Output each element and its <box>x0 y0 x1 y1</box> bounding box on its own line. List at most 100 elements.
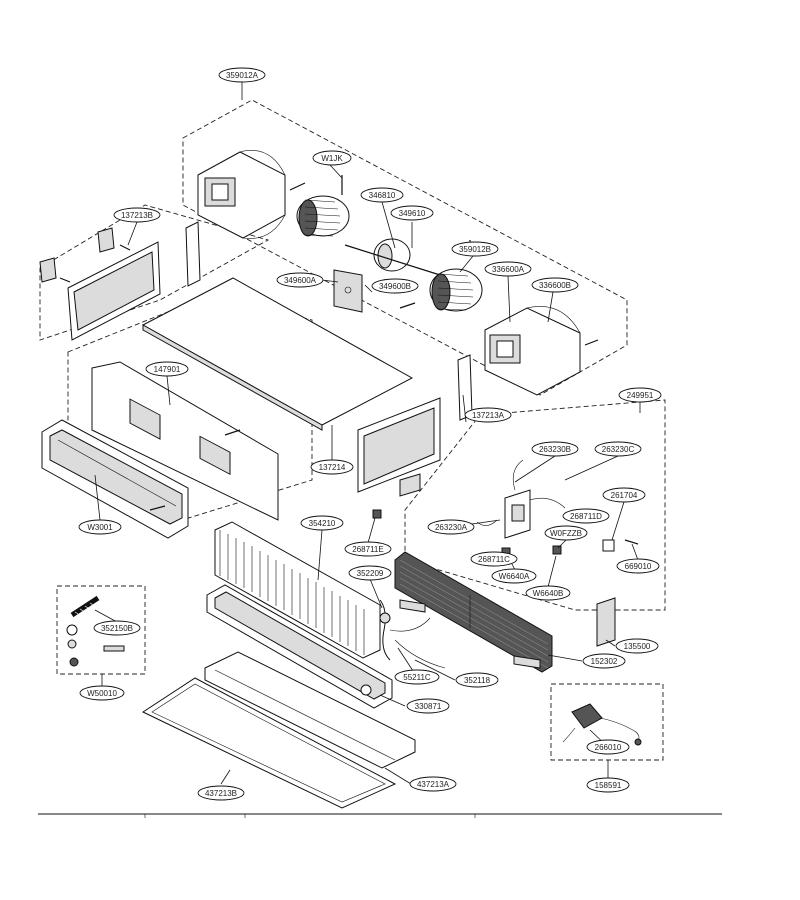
callout-349600A: 349600A <box>276 272 324 288</box>
group-outline-side-brackets <box>39 204 270 341</box>
screw <box>119 244 131 251</box>
pcb-connector <box>372 509 382 519</box>
part-label: 352118 <box>464 676 491 685</box>
support-bracket <box>185 221 201 287</box>
small-bracket <box>399 473 421 497</box>
screw <box>149 505 166 511</box>
part-label: 268711E <box>352 545 383 554</box>
part-label: 336600A <box>492 265 525 274</box>
drain-pan <box>206 584 393 709</box>
part-label: 158591 <box>595 781 622 790</box>
callout-135500: 135500 <box>615 638 659 654</box>
hardware-nut <box>67 639 77 649</box>
blower-wheel-left <box>296 195 350 237</box>
part-label: 349600A <box>284 276 317 285</box>
part-label: 263230B <box>539 445 571 454</box>
part-label: 137214 <box>319 463 346 472</box>
part-label: 263230C <box>602 445 635 454</box>
grille-latch <box>513 655 541 669</box>
part-label: 354210 <box>309 519 336 528</box>
front-panel <box>91 361 279 521</box>
callout-352118: 352118 <box>455 672 499 688</box>
group-outline-control-box <box>404 399 666 611</box>
callout-437213B: 437213B <box>197 785 245 801</box>
callout-137213B: 137213B <box>113 207 161 223</box>
callout-137213A: 137213A <box>464 407 512 423</box>
callout-336600B: 336600B <box>531 277 579 293</box>
screw <box>624 539 639 545</box>
callout-349600B: 349600B <box>371 278 419 294</box>
callout-W1JK: W1JK <box>312 150 352 166</box>
callout-268711E: 268711E <box>344 541 392 557</box>
air-grille <box>394 551 553 673</box>
hardware-washer <box>66 624 78 636</box>
hardware-pin <box>103 645 125 652</box>
callout-437213A: 437213A <box>409 776 457 792</box>
callout-137214: 137214 <box>310 459 354 475</box>
screw <box>584 339 599 346</box>
part-label: W6640B <box>533 589 564 598</box>
part-label: 249951 <box>627 391 654 400</box>
screw <box>289 182 306 191</box>
electrical-cover-bracket <box>596 597 616 647</box>
callout-55211C: 55211C <box>394 669 440 685</box>
part-label: 152302 <box>591 657 618 666</box>
callout-268711D: 268711D <box>562 508 610 524</box>
group-outline-hardware-kit <box>56 585 146 675</box>
part-label: 330871 <box>415 702 442 711</box>
top-cover-panel-edge <box>142 324 323 431</box>
part-label: 137213B <box>121 211 153 220</box>
callout-W6640B: W6640B <box>525 585 571 601</box>
screw <box>59 277 71 283</box>
grille-latch <box>399 599 426 613</box>
part-label: 349610 <box>399 209 426 218</box>
callout-147901: 147901 <box>145 361 189 377</box>
part-label: 346810 <box>369 191 396 200</box>
control-board <box>602 539 615 552</box>
fan-motor <box>344 238 441 276</box>
callout-261704: 261704 <box>602 487 646 503</box>
callout-359012B: 359012B <box>451 241 499 257</box>
filter-frame <box>41 419 189 539</box>
callout-249951: 249951 <box>618 387 662 403</box>
hardware-nut <box>69 657 79 667</box>
part-label: 55211C <box>403 673 431 682</box>
screw <box>399 302 416 309</box>
part-label: W0FZZB <box>550 529 582 538</box>
part-label: 268711D <box>570 512 602 521</box>
callout-352209: 352209 <box>348 565 392 581</box>
callout-349610: 349610 <box>390 205 434 221</box>
part-label: 359012B <box>459 245 491 254</box>
callout-359012A: 359012A <box>218 67 266 83</box>
part-label: 437213B <box>205 789 237 798</box>
part-label: 336600B <box>539 281 571 290</box>
part-label: 137213A <box>472 411 505 420</box>
callout-W3001: W3001 <box>78 519 122 535</box>
motor-mount-bracket <box>333 269 363 313</box>
callout-263230B: 263230B <box>531 441 579 457</box>
callout-263230C: 263230C <box>594 441 642 457</box>
side-plate-right <box>357 397 441 493</box>
part-label: W1JK <box>321 154 343 163</box>
callout-330871: 330871 <box>406 698 450 714</box>
part-label: 437213A <box>417 780 450 789</box>
control-transformer <box>476 459 566 539</box>
group-outline-blower-assembly <box>182 99 628 396</box>
part-label: 263230A <box>435 523 468 532</box>
part-label: 352150B <box>101 624 133 633</box>
drain-pump <box>562 703 642 746</box>
base-plate <box>141 677 397 809</box>
hanger-bracket <box>39 257 57 283</box>
callout-346810: 346810 <box>360 187 404 203</box>
part-label: 268711C <box>478 555 510 564</box>
side-plate-left <box>67 241 161 341</box>
hardware-bolt <box>70 595 100 618</box>
callout-W0FZZB: W0FZZB <box>544 525 588 541</box>
part-label: 359012A <box>226 71 259 80</box>
part-label: 352209 <box>357 569 384 578</box>
part-label: 349600B <box>379 282 411 291</box>
part-label: W50010 <box>87 689 117 698</box>
callout-152302: 152302 <box>582 653 626 669</box>
callout-W50010: W50010 <box>79 685 125 701</box>
